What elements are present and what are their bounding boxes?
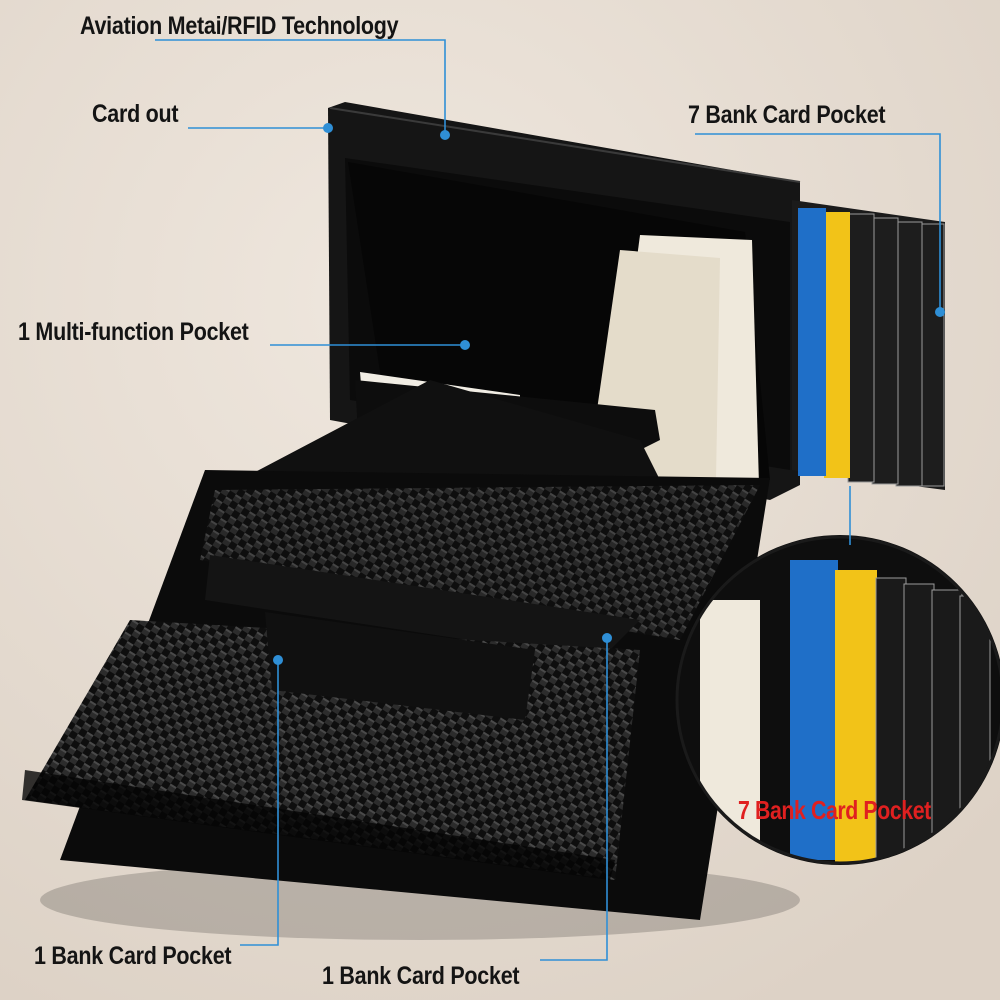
blue-dot-icon bbox=[935, 307, 945, 317]
label-multi-function-pocket: 1 Multi-function Pocket bbox=[18, 318, 249, 346]
callout-lines bbox=[155, 39, 941, 961]
label-aviation: Aviation Metai/RFID Technology bbox=[80, 12, 399, 40]
label-1-bank-card-pocket-left: 1 Bank Card Pocket bbox=[34, 942, 232, 970]
label-zoom-7-bank-card-pocket: 7 Bank Card Pocket bbox=[738, 795, 931, 825]
label-card-out: Card out bbox=[92, 100, 179, 128]
blue-dot-icon bbox=[323, 123, 333, 133]
blue-dot-icon bbox=[440, 130, 450, 140]
label-1-bank-card-pocket-right: 1 Bank Card Pocket bbox=[322, 962, 520, 990]
label-7-bank-card-pocket: 7 Bank Card Pocket bbox=[688, 101, 886, 129]
blue-dot-icon bbox=[273, 655, 283, 665]
zoom-detail bbox=[675, 535, 1000, 865]
blue-dot-icon bbox=[460, 340, 470, 350]
bank-cards-stack bbox=[792, 200, 945, 490]
blue-dot-icon bbox=[602, 633, 612, 643]
wallet-body bbox=[22, 470, 770, 920]
callout-dots bbox=[273, 123, 945, 665]
